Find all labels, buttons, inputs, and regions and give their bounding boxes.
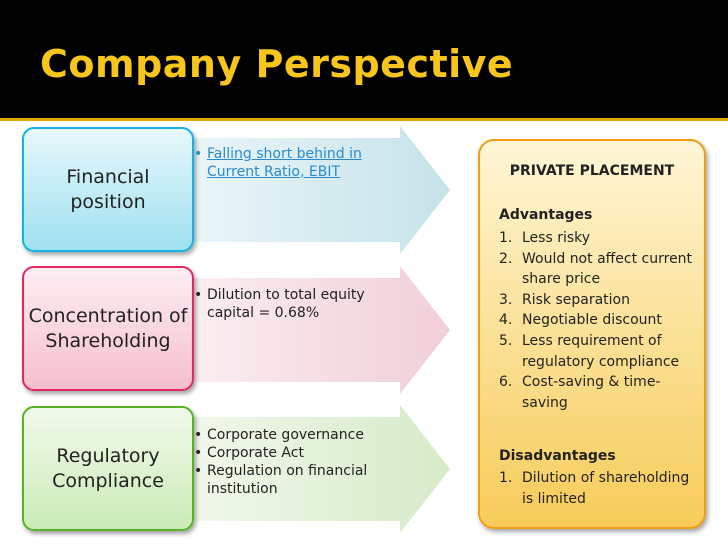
title-divider xyxy=(0,118,728,121)
item-number: 6. xyxy=(499,374,513,391)
row-bullets-financial: Falling short behind in Current Ratio, E… xyxy=(190,145,400,181)
item-number: 1. xyxy=(499,470,513,486)
bullet-item: Regulation on financial institution xyxy=(190,462,400,498)
bullet-item: Corporate governance xyxy=(190,426,400,444)
bullet-link[interactable]: Falling short behind in Current Ratio, E… xyxy=(190,145,400,181)
bullet-item: Dilution to total equity capital = 0.68% xyxy=(190,286,400,322)
panel-heading: PRIVATE PLACEMENT xyxy=(509,163,675,179)
item-number: 2. xyxy=(499,250,513,267)
title-bar xyxy=(0,0,728,118)
private-placement-panel: PRIVATE PLACEMENT Advantages 1. Less risk… xyxy=(478,139,706,529)
row-label-concentration-of-shareholding: Concentration of Shareholding xyxy=(22,266,194,391)
disadvantage-item: 1. Dilution of shareholding is limited xyxy=(499,468,699,509)
bullet-item: Corporate Act xyxy=(190,444,400,462)
advantage-item: 3. Risk separation xyxy=(499,290,699,311)
advantage-item: 1. Less risky xyxy=(499,228,699,249)
item-text: Less requirement of regulatory complianc… xyxy=(522,332,680,370)
row-bullets-regulatory: Corporate governance Corporate Act Regul… xyxy=(190,426,400,498)
advantage-item: 5. Less requirement of regulatory complia… xyxy=(499,331,699,372)
row-bullets-shareholding: Dilution to total equity capital = 0.68% xyxy=(190,286,400,322)
row-label-financial-position: Financial position xyxy=(22,127,194,252)
item-text: Negotiable discount xyxy=(522,312,662,329)
advantage-item: 2. Would not affect current share price xyxy=(499,249,699,290)
slide-title: Company Perspective xyxy=(40,42,514,86)
item-number: 1. xyxy=(499,230,513,246)
disadvantages-list: 1. Dilution of shareholding is limited xyxy=(499,468,699,509)
item-number: 5. xyxy=(499,332,513,349)
row-label-text: Regulatory Compliance xyxy=(52,444,164,492)
disadvantages-heading: Disadvantages xyxy=(499,448,616,464)
item-text: Less risky xyxy=(522,230,591,246)
item-text: Cost-saving & time-saving xyxy=(522,374,661,411)
advantage-item: 4. Negotiable discount xyxy=(499,310,699,331)
advantage-item: 6. Cost-saving & time-saving xyxy=(499,372,699,413)
item-text: Would not affect current share price xyxy=(522,250,693,288)
row-label-regulatory-compliance: Regulatory Compliance xyxy=(22,406,194,531)
row-label-text: Financial position xyxy=(66,165,150,213)
item-text: Dilution of shareholding is limited xyxy=(522,470,690,507)
item-number: 4. xyxy=(499,312,513,329)
row-label-text: Concentration of Shareholding xyxy=(28,304,188,352)
advantages-list: 1. Less risky 2. Would not affect current … xyxy=(499,228,699,413)
advantages-heading: Advantages xyxy=(499,207,593,223)
item-number: 3. xyxy=(499,291,513,308)
item-text: Risk separation xyxy=(522,291,630,308)
